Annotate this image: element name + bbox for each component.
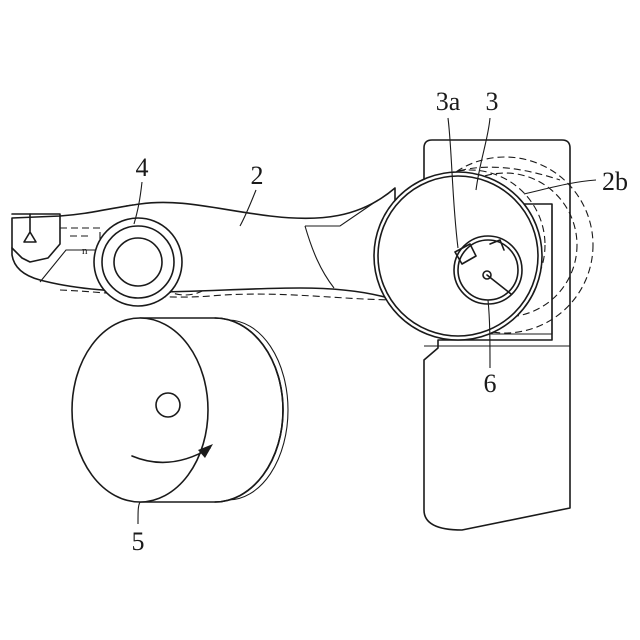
label-drum: 5	[132, 527, 145, 556]
pivot-disc	[374, 172, 542, 340]
label-pivot-notch: 3a	[436, 87, 461, 116]
svg-text:n: n	[82, 245, 88, 257]
arm: n	[12, 188, 395, 300]
label-pivot-pin: 6	[484, 369, 497, 398]
label-roller: 4	[136, 153, 149, 182]
label-arm-alt-position: 2b	[602, 167, 628, 196]
drum	[72, 318, 288, 502]
roller	[94, 218, 182, 306]
label-pivot-disc: 3	[486, 87, 499, 116]
label-arm: 2	[251, 161, 264, 190]
